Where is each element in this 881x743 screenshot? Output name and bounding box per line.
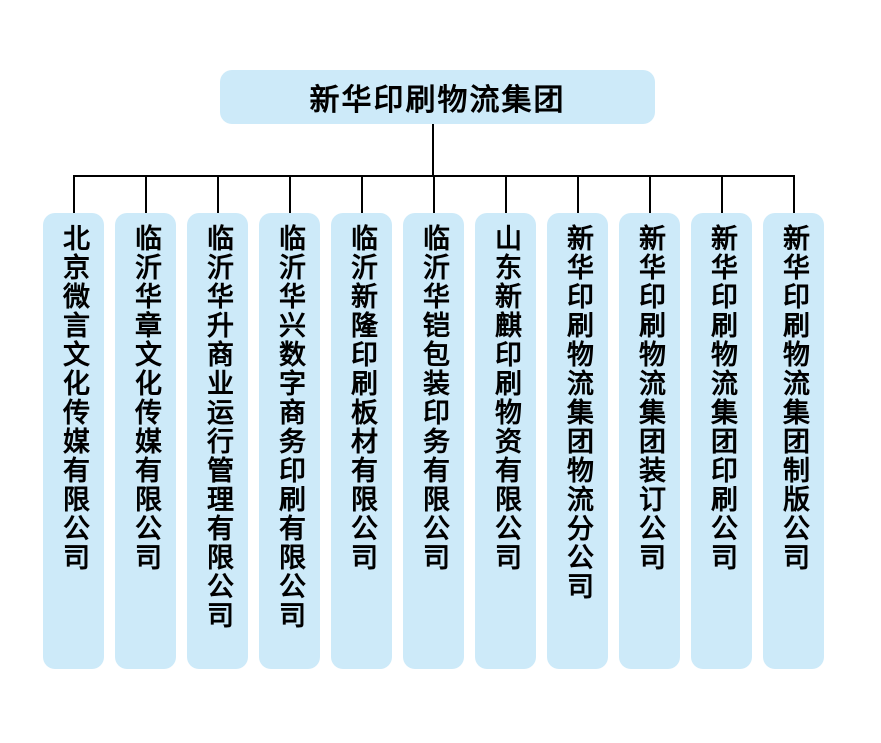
org-node-2: 临沂华章文化传媒有限公司 — [115, 175, 176, 669]
org-node-box: 临沂华升商业运行管理有限公司 — [187, 213, 248, 669]
connector-stub — [648, 175, 651, 213]
org-node-label: 临沂华兴数字商务印刷有限公司 — [274, 224, 305, 630]
org-node-label: 临沂新隆印刷板材有限公司 — [346, 224, 377, 572]
org-node-label: 新华印刷物流集团物流分公司 — [562, 224, 593, 601]
org-node-box: 新华印刷物流集团制版公司 — [763, 213, 824, 669]
org-node-box: 临沂新隆印刷板材有限公司 — [331, 213, 392, 669]
org-node-label: 临沂华章文化传媒有限公司 — [130, 224, 161, 572]
connector-stub — [432, 175, 435, 213]
org-node-5: 临沂新隆印刷板材有限公司 — [331, 175, 392, 669]
org-root-label: 新华印刷物流集团 — [309, 83, 566, 118]
org-node-label: 新华印刷物流集团印刷公司 — [706, 224, 737, 572]
org-node-box: 山东新麒印刷物资有限公司 — [475, 213, 536, 669]
org-node-box: 临沂华铠包装印务有限公司 — [403, 213, 464, 669]
org-node-label: 北京微言文化传媒有限公司 — [58, 224, 89, 572]
org-node-4: 临沂华兴数字商务印刷有限公司 — [259, 175, 320, 669]
org-node-7: 山东新麒印刷物资有限公司 — [475, 175, 536, 669]
org-node-3: 临沂华升商业运行管理有限公司 — [187, 175, 248, 669]
connector-stub — [792, 175, 795, 213]
org-node-label: 新华印刷物流集团制版公司 — [778, 224, 809, 572]
org-node-label: 临沂华升商业运行管理有限公司 — [202, 224, 233, 630]
org-node-1: 北京微言文化传媒有限公司 — [43, 175, 104, 669]
root-connector-line — [432, 124, 434, 176]
connector-stub — [360, 175, 363, 213]
org-node-6: 临沂华铠包装印务有限公司 — [403, 175, 464, 669]
org-node-box: 北京微言文化传媒有限公司 — [43, 213, 104, 669]
org-node-box: 临沂华兴数字商务印刷有限公司 — [259, 213, 320, 669]
connector-stub — [720, 175, 723, 213]
connector-stub — [576, 175, 579, 213]
org-children-row: 北京微言文化传媒有限公司 临沂华章文化传媒有限公司 临沂华升商业运行管理有限公司… — [43, 175, 824, 669]
org-node-box: 新华印刷物流集团装订公司 — [619, 213, 680, 669]
connector-stub — [504, 175, 507, 213]
org-node-label: 临沂华铠包装印务有限公司 — [418, 224, 449, 572]
org-node-11: 新华印刷物流集团制版公司 — [763, 175, 824, 669]
connector-stub — [216, 175, 219, 213]
org-node-box: 新华印刷物流集团物流分公司 — [547, 213, 608, 669]
org-node-label: 山东新麒印刷物资有限公司 — [490, 224, 521, 572]
connector-stub — [72, 175, 75, 213]
org-node-box: 新华印刷物流集团印刷公司 — [691, 213, 752, 669]
org-node-8: 新华印刷物流集团物流分公司 — [547, 175, 608, 669]
org-root-node: 新华印刷物流集团 — [220, 70, 655, 124]
org-node-box: 临沂华章文化传媒有限公司 — [115, 213, 176, 669]
org-node-10: 新华印刷物流集团印刷公司 — [691, 175, 752, 669]
connector-stub — [288, 175, 291, 213]
org-node-label: 新华印刷物流集团装订公司 — [634, 224, 665, 572]
connector-stub — [144, 175, 147, 213]
org-node-9: 新华印刷物流集团装订公司 — [619, 175, 680, 669]
